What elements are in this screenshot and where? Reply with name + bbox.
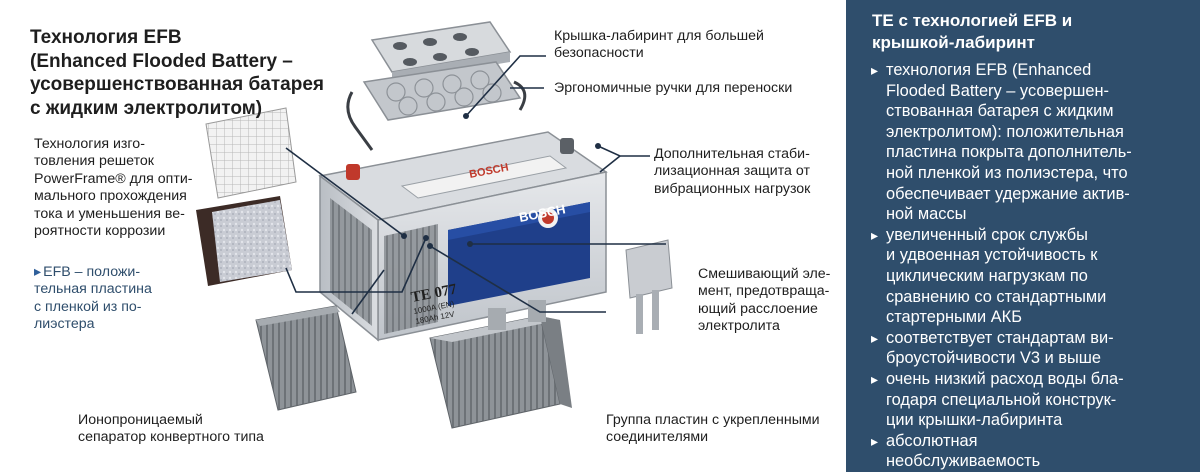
label-efb-plate: ▸EFB – положи- тельная пластина с пленко… <box>34 264 184 334</box>
feature-item: абсолютная необслуживаемость <box>871 431 1186 472</box>
leader-lines <box>285 55 666 315</box>
plates-group <box>429 300 572 429</box>
feature-item: увеличенный срок службы и удвоенная усто… <box>871 225 1186 328</box>
arrow-bullet-icon: ▸ <box>34 264 42 280</box>
feature-item: соответствует стандартам ви- броустойчив… <box>871 328 1186 369</box>
features-panel: TE с технологией EFB и крышкой-лабиринт … <box>846 0 1200 472</box>
diagram-area: BOSCH BOSCH TE 077 1000A (EN) 180Ah 12V … <box>30 21 831 446</box>
battery-illustration: BOSCH BOSCH TE 077 1000A (EN) 180Ah 12V <box>196 21 673 429</box>
label-stabilization: Дополнительная стаби- лизационная защита… <box>654 146 811 197</box>
features-list: технология EFB (Enhanced Flooded Battery… <box>871 60 1186 472</box>
features-panel-title: TE с технологией EFB и крышкой-лабиринт <box>872 11 1073 52</box>
label-separator: Ионопроницаемый сепаратор конвертного ти… <box>78 412 264 446</box>
powerframe-grid <box>205 107 297 199</box>
battery-case <box>318 131 608 342</box>
labyrinth-lid <box>370 21 512 82</box>
label-powerframe: Технология изго- товления решеток PowerF… <box>34 136 193 240</box>
diagram-title: Технология EFB (Enhanced Flooded Battery… <box>30 27 324 119</box>
efb-plate <box>196 196 292 286</box>
label-efb-plate-text: EFB – положи- тельная пластина с пленкой… <box>34 264 152 333</box>
feature-item: очень низкий расход воды бла- годаря спе… <box>871 369 1186 431</box>
label-handles: Эргономичные ручки для переноски <box>554 80 793 96</box>
feature-item: технология EFB (Enhanced Flooded Battery… <box>871 60 1186 225</box>
leader-dots <box>401 113 601 249</box>
labyrinth-grid <box>346 61 527 151</box>
label-labyrinth-lid: Крышка-лабиринт для большей безопасности <box>554 28 764 62</box>
label-plates-group: Группа пластин с укрепленными соединител… <box>606 412 820 446</box>
separator <box>255 305 357 411</box>
label-mixing-element: Смешивающий эле- мент, предотвраща- ющий… <box>698 266 831 335</box>
mixing-element <box>625 239 673 334</box>
